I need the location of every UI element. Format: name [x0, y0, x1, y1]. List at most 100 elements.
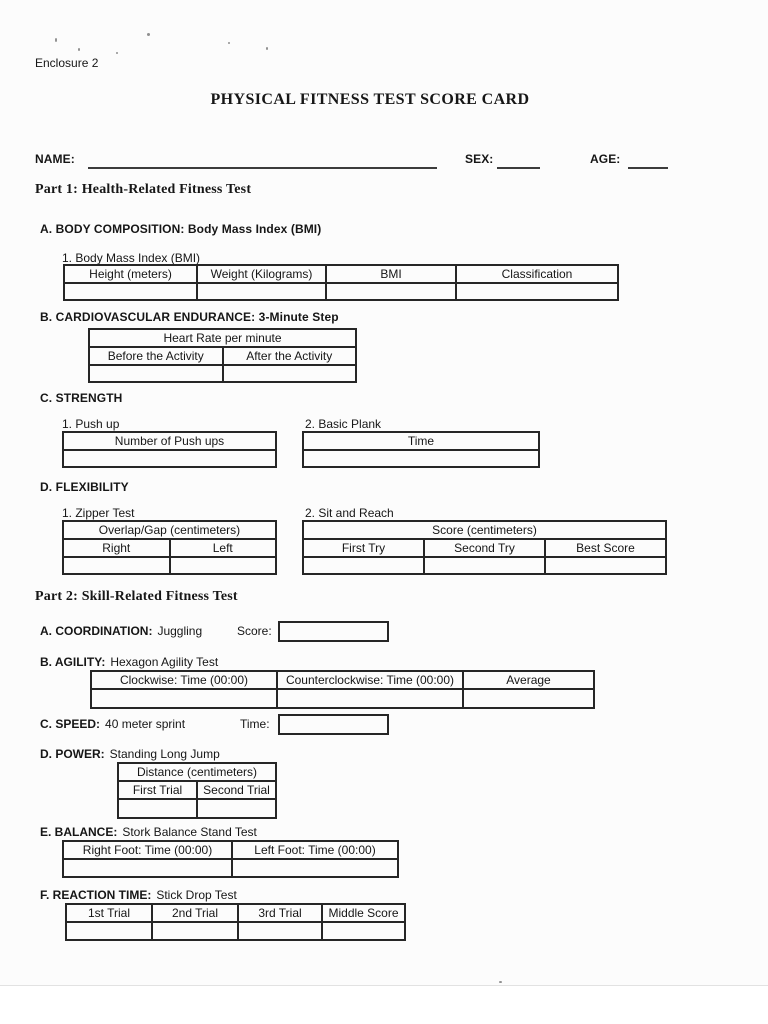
- scan-artifact: [78, 48, 80, 51]
- sex-field: [497, 152, 540, 169]
- table-input-cell: [237, 921, 323, 941]
- table-input-cell: [302, 556, 425, 575]
- table-input-cell: [455, 282, 619, 301]
- table-header-cell: Best Score: [544, 538, 667, 558]
- coordination-label-rest: Juggling: [157, 624, 203, 638]
- table-header-cell: Left Foot: Time (00:00): [231, 840, 399, 860]
- scan-artifact: [55, 38, 57, 42]
- table-header-cell: After the Activity: [221, 346, 357, 366]
- agility-label: B. AGILITY: Hexagon Agility Test: [40, 655, 218, 669]
- table-header-cell: Classification: [455, 264, 619, 284]
- balance-label: E. BALANCE:Stork Balance Stand Test: [40, 825, 257, 839]
- agility-label-rest: Hexagon Agility Test: [110, 655, 219, 669]
- speed-label: C. SPEED: 40 meter sprint: [40, 717, 185, 731]
- flexibility-label: D. FLEXIBILITY: [40, 480, 129, 494]
- coordination-label: A. COORDINATION:Juggling: [40, 624, 202, 638]
- table-header-cell: BMI: [325, 264, 457, 284]
- enclosure-label: Enclosure 2: [35, 56, 99, 70]
- table-header-cell: Left: [168, 538, 277, 558]
- age-label: AGE:: [590, 152, 621, 166]
- reaction-label-rest: Stick Drop Test: [156, 888, 237, 902]
- table-header-cell: Number of Push ups: [62, 431, 277, 451]
- score-label: Score:: [237, 624, 272, 638]
- table-header-cell: Second Trial: [196, 780, 277, 800]
- table-input-cell: [196, 282, 327, 301]
- body-composition-label: A. BODY COMPOSITION: Body Mass Index (BM…: [40, 222, 322, 236]
- part2-heading: Part 2: Skill-Related Fitness Test: [35, 589, 238, 604]
- table-header-cell: Before the Activity: [88, 346, 224, 366]
- agility-table: Clockwise: Time (00:00) Counterclockwise…: [90, 670, 595, 709]
- table-input-cell: [117, 798, 198, 819]
- sit-and-reach-sub-label: 2. Sit and Reach: [305, 506, 394, 520]
- table-header-cell: First Trial: [117, 780, 198, 800]
- table-title-cell: Score (centimeters): [302, 520, 667, 540]
- heart-rate-table: Heart Rate per minute Before the Activit…: [88, 328, 357, 383]
- page-title: PHYSICAL FITNESS TEST SCORE CARD: [210, 91, 530, 108]
- sex-label: SEX:: [465, 152, 494, 166]
- table-header-cell: Average: [462, 670, 595, 690]
- name-field: [88, 152, 437, 169]
- power-label-bold: D. POWER:: [40, 747, 105, 761]
- time-label: Time:: [240, 717, 270, 731]
- power-label-rest: Standing Long Jump: [109, 747, 220, 761]
- age-field: [628, 152, 668, 169]
- table-header-cell: Clockwise: Time (00:00): [90, 670, 278, 690]
- table-header-cell: Height (meters): [63, 264, 198, 284]
- plank-table: Time: [302, 431, 540, 468]
- table-title-cell: Overlap/Gap (centimeters): [62, 520, 277, 540]
- balance-label-rest: Stork Balance Stand Test: [122, 825, 257, 839]
- table-input-cell: [321, 921, 406, 941]
- table-title-cell: Distance (centimeters): [117, 762, 277, 782]
- scan-artifact: [266, 47, 268, 50]
- table-header-cell: Right: [62, 538, 171, 558]
- agility-label-bold: B. AGILITY:: [40, 655, 106, 669]
- scan-artifact: [228, 42, 230, 44]
- balance-table: Right Foot: Time (00:00) Left Foot: Time…: [62, 840, 399, 878]
- plank-sub-label: 2. Basic Plank: [305, 417, 382, 431]
- table-header-cell: Middle Score: [321, 903, 406, 923]
- reaction-label-bold: F. REACTION TIME:: [40, 888, 152, 902]
- zipper-sub-label: 1. Zipper Test: [62, 506, 135, 520]
- sit-and-reach-table: Score (centimeters) First Try Second Try…: [302, 520, 667, 575]
- table-header-cell: Weight (Kilograms): [196, 264, 327, 284]
- scan-artifact: [499, 981, 502, 983]
- table-input-cell: [168, 556, 277, 575]
- zipper-table: Overlap/Gap (centimeters) Right Left: [62, 520, 277, 575]
- speed-label-rest: 40 meter sprint: [105, 717, 186, 731]
- table-input-cell: [151, 921, 239, 941]
- table-input-cell: [462, 688, 595, 709]
- table-title-cell: Heart Rate per minute: [88, 328, 357, 348]
- name-label: NAME:: [35, 152, 75, 166]
- cardio-label: B. CARDIOVASCULAR ENDURANCE: 3-Minute St…: [40, 310, 339, 324]
- table-input-cell: [276, 688, 464, 709]
- table-input-cell: [221, 364, 357, 383]
- table-header-cell: First Try: [302, 538, 425, 558]
- table-input-cell: [88, 364, 224, 383]
- table-input-cell: [90, 688, 278, 709]
- part1-heading: Part 1: Health-Related Fitness Test: [35, 182, 252, 197]
- table-input-cell: [65, 921, 153, 941]
- power-label: D. POWER: Standing Long Jump: [40, 747, 220, 761]
- power-table: Distance (centimeters) First Trial Secon…: [117, 762, 277, 819]
- table-header-cell: 2nd Trial: [151, 903, 239, 923]
- reaction-table: 1st Trial 2nd Trial 3rd Trial Middle Sco…: [65, 903, 406, 941]
- table-input-cell: [231, 858, 399, 878]
- table-input-cell: [62, 858, 233, 878]
- scan-artifact: [147, 33, 150, 36]
- table-header-cell: 3rd Trial: [237, 903, 323, 923]
- push-up-sub-label: 1. Push up: [62, 417, 120, 431]
- table-input-cell: [196, 798, 277, 819]
- bmi-sub-label: 1. Body Mass Index (BMI): [62, 251, 201, 265]
- scan-artifact: [116, 52, 118, 54]
- table-header-cell: Second Try: [423, 538, 546, 558]
- table-header-cell: 1st Trial: [65, 903, 153, 923]
- table-input-cell: [544, 556, 667, 575]
- table-input-cell: [62, 556, 171, 575]
- table-input-cell: [63, 282, 198, 301]
- table-header-cell: Time: [302, 431, 540, 451]
- score-field: [278, 621, 389, 642]
- scan-page-edge: [0, 985, 768, 1024]
- speed-label-bold: C. SPEED:: [40, 717, 101, 731]
- table-input-cell: [62, 449, 277, 468]
